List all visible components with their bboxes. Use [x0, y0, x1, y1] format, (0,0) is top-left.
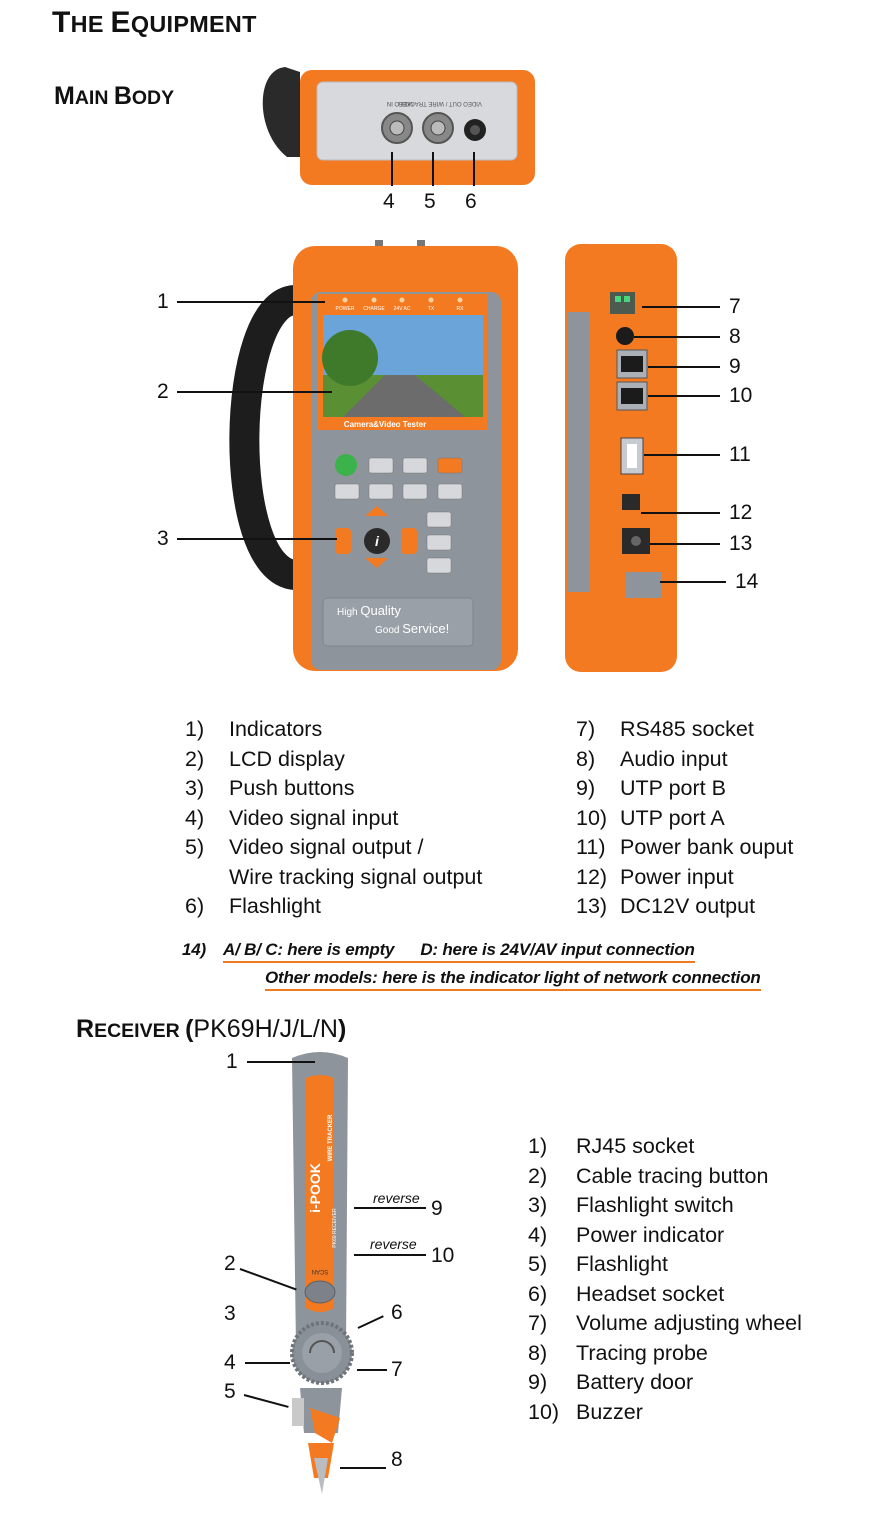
- list-item: 2)LCD display: [185, 746, 345, 771]
- callout-line-11: [644, 454, 720, 456]
- callout-line-3: [177, 538, 337, 540]
- main-parts-list-right: 7)RS485 socket 8)Audio input 9)UTP port …: [576, 715, 793, 922]
- svg-text:SCAN: SCAN: [312, 1268, 329, 1274]
- list-item: 3)Push buttons: [185, 776, 355, 800]
- svg-text:24V AC: 24V AC: [394, 306, 411, 312]
- svg-text:CHARGE: CHARGE: [363, 306, 385, 312]
- receiver-parts-list: 1)RJ45 socket 2)Cable tracing button 3)F…: [528, 1132, 802, 1427]
- main-parts-list-left: 1)Indicators 2)LCD display 3)Push button…: [185, 715, 482, 922]
- callout-3: 3: [157, 527, 169, 550]
- receiver-callout-2: 2: [224, 1252, 236, 1275]
- receiver-image: i-POOK WIRE TRACKER PK69 RECEIVER SCAN: [290, 1052, 354, 1494]
- callout-9: 9: [729, 355, 741, 378]
- list-item: 11)Power bank ouput: [576, 835, 794, 859]
- callout-10: 10: [729, 384, 753, 407]
- receiver-callout-4: 4: [224, 1351, 236, 1374]
- list-item: 9)UTP port B: [576, 776, 726, 800]
- receiver-callout-5: 5: [224, 1380, 236, 1403]
- note-14-num: 14): [182, 940, 206, 959]
- list-item: 9)Battery door: [528, 1370, 694, 1394]
- svg-text:i: i: [375, 533, 380, 549]
- receiver-callout-3: 3: [224, 1302, 236, 1325]
- callout-2: 2: [157, 380, 169, 403]
- svg-text:High Quality: High Quality: [337, 603, 401, 618]
- callout-8: 8: [729, 325, 741, 348]
- list-item: 7)RS485 socket: [576, 717, 754, 741]
- receiver-callout-10: 10: [431, 1244, 455, 1267]
- callout-line-5: [432, 152, 434, 186]
- svg-text:VIDEO IN: VIDEO IN: [387, 100, 413, 106]
- callout-line-r1: [247, 1061, 315, 1063]
- note-14-line2: Other models: here is the indicator ligh…: [265, 968, 761, 991]
- list-item: 7)Volume adjusting wheel: [528, 1311, 802, 1335]
- list-item: 1)Indicators: [185, 717, 323, 741]
- receiver-heading: RECEIVER (PK69H/J/L/N): [76, 1015, 347, 1043]
- list-item: 5)Flashlight: [528, 1252, 669, 1276]
- callout-4: 4: [383, 190, 395, 213]
- callout-line-4: [391, 152, 393, 186]
- page-title: THE EQUIPMENT: [52, 6, 257, 39]
- callout-line-2: [177, 391, 332, 393]
- list-item: 12)Power input: [576, 864, 734, 889]
- device-front-view-image: POWER CHARGE 24V AC TX RX Camera&Video T…: [229, 240, 518, 671]
- callout-13: 13: [729, 532, 753, 555]
- list-item: 6)Flashlight: [185, 894, 322, 918]
- device-side-view-image: [565, 244, 677, 672]
- callout-1: 1: [157, 290, 169, 313]
- svg-text:RX: RX: [457, 306, 465, 312]
- callout-5: 5: [424, 190, 436, 213]
- callout-7: 7: [729, 295, 741, 318]
- receiver-callout-1: 1: [226, 1050, 238, 1073]
- list-item: 2)Cable tracing button: [528, 1163, 769, 1188]
- receiver-callout-9: 9: [431, 1197, 443, 1220]
- reverse-label-10: reverse: [370, 1236, 417, 1252]
- receiver-callout-6: 6: [391, 1301, 403, 1324]
- reverse-label-9: reverse: [373, 1190, 420, 1206]
- device-top-view-image: VIDEO IN VIDEO OUT / WIRE TRACKER: [262, 67, 535, 185]
- list-item: 3)Flashlight switch: [528, 1193, 734, 1217]
- callout-line-10: [648, 395, 720, 397]
- receiver-callout-7: 7: [391, 1358, 403, 1381]
- svg-text:Good Service!: Good Service!: [375, 621, 449, 636]
- list-item: 5)Video signal output /: [185, 835, 424, 859]
- callout-line-14: [660, 581, 726, 583]
- callout-line-r10: [354, 1254, 426, 1256]
- list-item: 8)Tracing probe: [528, 1340, 708, 1365]
- callout-line-r8: [340, 1467, 386, 1469]
- callout-6: 6: [465, 190, 477, 213]
- callout-14: 14: [735, 570, 759, 593]
- callout-line-13: [650, 543, 720, 545]
- callout-line-7: [642, 306, 720, 308]
- list-item: 13)DC12V output: [576, 894, 756, 918]
- list-item: 4)Video signal input: [185, 805, 399, 830]
- svg-text:i-POOK: i-POOK: [307, 1163, 323, 1213]
- svg-text:Camera&Video Tester: Camera&Video Tester: [344, 420, 426, 429]
- receiver-callout-8: 8: [391, 1448, 403, 1471]
- callout-line-1: [177, 301, 325, 303]
- list-item: 8)Audio input: [576, 746, 728, 771]
- callout-line-r9: [354, 1207, 426, 1209]
- callout-line-6: [473, 152, 475, 186]
- svg-text:VIDEO OUT / WIRE TRACKER: VIDEO OUT / WIRE TRACKER: [397, 100, 481, 106]
- list-item: 10)UTP port A: [576, 805, 725, 830]
- callout-11: 11: [729, 443, 751, 466]
- list-item: Wire tracking signal output: [229, 864, 483, 889]
- svg-text:PK69 RECEIVER: PK69 RECEIVER: [332, 1208, 338, 1248]
- callout-line-r4: [245, 1362, 290, 1364]
- callout-line-r7: [357, 1369, 387, 1371]
- callout-line-9: [648, 366, 720, 368]
- callout-12: 12: [729, 501, 753, 524]
- main-body-heading: MAIN BODY: [54, 82, 175, 110]
- svg-text:TX: TX: [428, 306, 435, 312]
- list-item: 10)Buzzer: [528, 1399, 643, 1424]
- list-item: 1)RJ45 socket: [528, 1134, 695, 1158]
- svg-text:POWER: POWER: [336, 306, 355, 312]
- svg-text:WIRE TRACKER: WIRE TRACKER: [328, 1114, 334, 1161]
- callout-line-12: [641, 512, 720, 514]
- callout-line-8: [634, 336, 720, 338]
- list-item: 6)Headset socket: [528, 1281, 725, 1306]
- list-item: 4)Power indicator: [528, 1222, 725, 1247]
